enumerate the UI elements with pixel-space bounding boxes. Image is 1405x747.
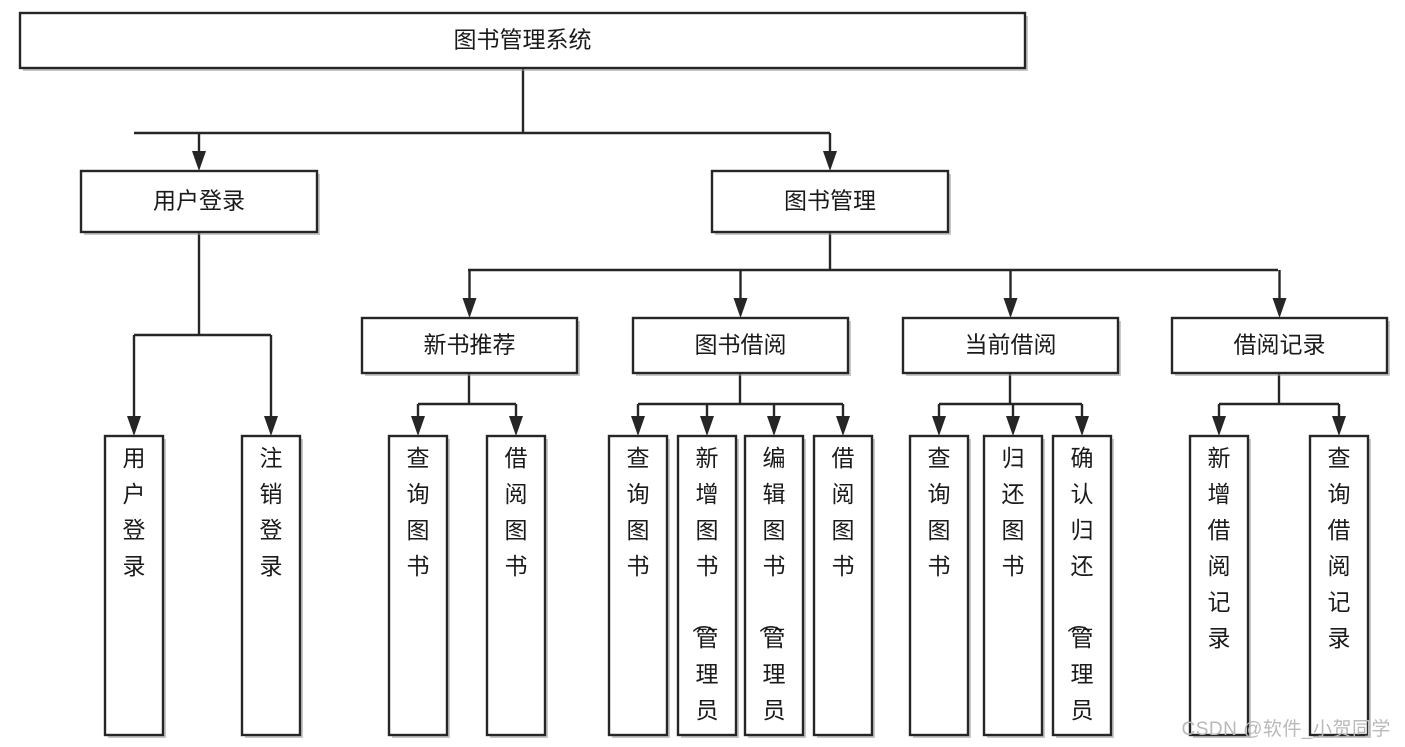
arrow-head-icon bbox=[767, 416, 781, 436]
node-label: 注销登录 bbox=[260, 445, 283, 579]
node-rect bbox=[631, 316, 850, 375]
node-label: 图书管理 bbox=[784, 188, 876, 214]
arrow-head-icon bbox=[733, 298, 748, 318]
node-l2-book-mgmt[interactable]: 图书管理 bbox=[710, 169, 951, 235]
node-label: 图书管理系统 bbox=[454, 27, 592, 53]
node-leaf-logout[interactable]: 注销登录 bbox=[240, 434, 303, 738]
arrow-head-icon bbox=[631, 416, 645, 436]
node-label: 用户登录 bbox=[153, 188, 245, 214]
node-label: 编辑图书（管理员） bbox=[758, 445, 786, 747]
node-label: 归还图书 bbox=[1002, 445, 1025, 579]
arrow-head-icon bbox=[1332, 416, 1346, 436]
node-leaf-borrow-book-1[interactable]: 借阅图书 bbox=[485, 434, 548, 738]
arrow-head-icon bbox=[1075, 416, 1089, 436]
node-leaf-confirm-return[interactable]: 确认归还（管理员） bbox=[1051, 434, 1114, 747]
arrow-head-icon bbox=[932, 416, 946, 436]
node-rect bbox=[812, 434, 874, 737]
node-leaf-query-book-1[interactable]: 查询图书 bbox=[387, 434, 450, 738]
connector-layer bbox=[127, 68, 1346, 436]
node-label: 查询图书 bbox=[627, 445, 650, 579]
arrow-head-icon bbox=[127, 416, 141, 436]
node-leaf-edit-book-admin[interactable]: 编辑图书（管理员） bbox=[743, 434, 806, 747]
node-label: 查询借阅记录 bbox=[1328, 445, 1351, 651]
arrow-head-icon bbox=[700, 416, 714, 436]
node-label: 查询图书 bbox=[407, 445, 430, 579]
arrow-head-icon bbox=[1272, 298, 1287, 318]
connector-group-root-to-level2 bbox=[134, 68, 837, 171]
node-label: 新书推荐 bbox=[424, 332, 516, 358]
arrow-head-icon bbox=[462, 298, 477, 318]
node-rect bbox=[1051, 434, 1113, 737]
arrow-head-icon bbox=[1003, 298, 1018, 318]
connector-group-bookborrow-to-leaves bbox=[631, 373, 850, 436]
arrow-head-icon bbox=[1212, 416, 1226, 436]
node-label: 图书借阅 bbox=[695, 332, 787, 358]
node-l3-book-borrow[interactable]: 图书借阅 bbox=[631, 316, 851, 376]
node-leaf-borrow-book-2[interactable]: 借阅图书 bbox=[812, 434, 875, 738]
connector-group-borrowrecord-to-leaves bbox=[1212, 373, 1346, 436]
connector-group-userlogin-to-leaves bbox=[127, 232, 278, 436]
node-rect bbox=[982, 434, 1044, 737]
node-leaf-return-book[interactable]: 归还图书 bbox=[982, 434, 1045, 738]
connector-group-newbook-to-leaves bbox=[411, 373, 523, 436]
node-rect bbox=[485, 434, 547, 737]
node-l3-new-book-rec[interactable]: 新书推荐 bbox=[360, 316, 580, 376]
arrow-head-icon bbox=[509, 416, 523, 436]
arrow-head-icon bbox=[192, 151, 206, 171]
node-rect bbox=[360, 316, 579, 375]
node-rect bbox=[901, 316, 1120, 375]
node-leaf-query-book-3[interactable]: 查询图书 bbox=[908, 434, 971, 738]
node-label: 查询图书 bbox=[928, 445, 951, 579]
arrow-head-icon bbox=[836, 416, 850, 436]
node-label: 新增图书（管理员） bbox=[691, 445, 719, 747]
node-rect bbox=[1170, 316, 1389, 375]
node-rect bbox=[103, 434, 165, 737]
node-l2-user-login[interactable]: 用户登录 bbox=[79, 169, 320, 235]
node-leaf-user-login[interactable]: 用户登录 bbox=[103, 434, 166, 738]
arrow-head-icon bbox=[264, 416, 278, 436]
node-rect bbox=[710, 169, 950, 234]
node-rect bbox=[79, 169, 319, 234]
node-rect bbox=[240, 434, 302, 737]
node-rect bbox=[908, 434, 970, 737]
node-label: 确认归还（管理员） bbox=[1066, 445, 1094, 747]
connector-group-currentborrow-to-leaves bbox=[932, 373, 1089, 436]
node-rect bbox=[607, 434, 669, 737]
node-label: 借阅图书 bbox=[832, 445, 855, 579]
connector-group-bookmgmt-to-level3 bbox=[462, 232, 1287, 318]
node-label: 新增借阅记录 bbox=[1208, 445, 1231, 651]
node-label: 当前借阅 bbox=[965, 332, 1057, 358]
node-rect bbox=[1308, 434, 1370, 737]
node-root[interactable]: 图书管理系统 bbox=[18, 11, 1028, 71]
node-label: 用户登录 bbox=[123, 445, 146, 579]
node-rect bbox=[18, 11, 1027, 70]
node-leaf-query-record[interactable]: 查询借阅记录 bbox=[1308, 434, 1371, 738]
node-leaf-add-book-admin[interactable]: 新增图书（管理员） bbox=[676, 434, 739, 747]
arrow-head-icon bbox=[1006, 416, 1020, 436]
node-rect bbox=[387, 434, 449, 737]
node-label: 借阅记录 bbox=[1234, 332, 1326, 358]
node-leaf-add-record[interactable]: 新增借阅记录 bbox=[1188, 434, 1251, 738]
node-l3-borrow-record[interactable]: 借阅记录 bbox=[1170, 316, 1390, 376]
node-rect bbox=[676, 434, 738, 737]
node-label: 借阅图书 bbox=[505, 445, 528, 579]
node-rect bbox=[1188, 434, 1250, 737]
node-l3-current-borrow[interactable]: 当前借阅 bbox=[901, 316, 1121, 376]
node-rect bbox=[743, 434, 805, 737]
node-leaf-query-book-2[interactable]: 查询图书 bbox=[607, 434, 670, 738]
node-layer: 图书管理系统用户登录图书管理新书推荐图书借阅当前借阅借阅记录用户登录注销登录查询… bbox=[18, 11, 1390, 747]
arrow-head-icon bbox=[411, 416, 425, 436]
arrow-head-icon bbox=[823, 151, 837, 171]
